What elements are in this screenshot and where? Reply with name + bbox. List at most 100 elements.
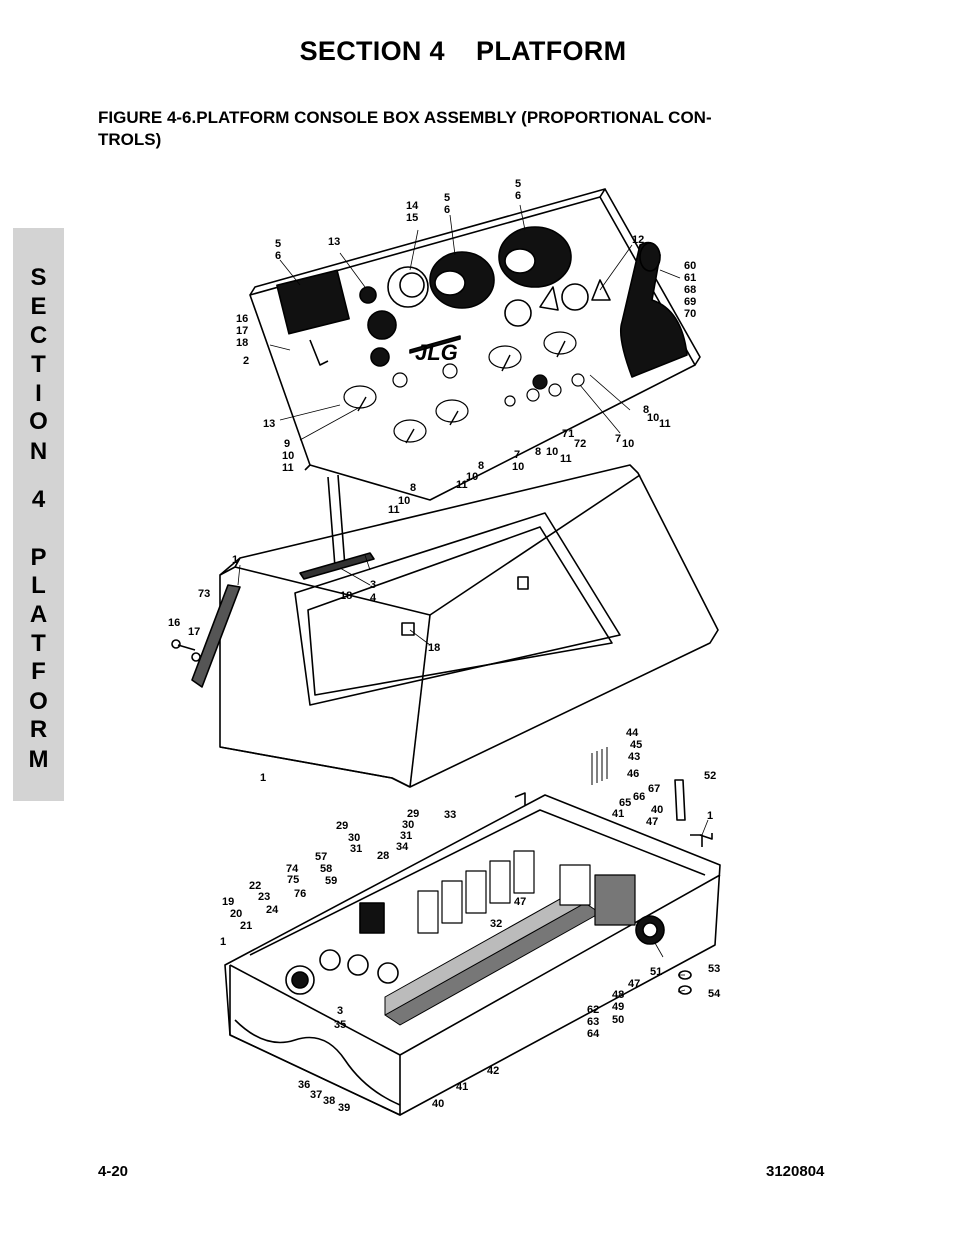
callout-number: 11 bbox=[388, 504, 400, 516]
callout-number: 47 bbox=[646, 816, 658, 828]
relay-bank bbox=[417, 850, 636, 934]
callout-number: 20 bbox=[230, 908, 242, 920]
callout-number: 18 bbox=[340, 590, 352, 602]
console-cover bbox=[219, 464, 719, 788]
side-tab-letter: E bbox=[30, 293, 47, 320]
page-title: SECTION 4 PLATFORM bbox=[299, 36, 627, 66]
callout-number: 36 bbox=[298, 1079, 310, 1091]
callout-number: 57 bbox=[315, 851, 327, 863]
callout-number: 73 bbox=[198, 588, 210, 600]
callout-number: 48 bbox=[612, 989, 624, 1001]
callout-number: 3 bbox=[337, 1005, 343, 1017]
callout-number: 17 bbox=[236, 325, 248, 337]
callout-number: 64 bbox=[587, 1028, 600, 1040]
figure-title-line2: TROLS) bbox=[98, 130, 162, 149]
side-tab-letter: M bbox=[28, 746, 49, 773]
side-tab-letter: P bbox=[30, 544, 47, 571]
callout-number: 68 bbox=[684, 284, 696, 296]
jlg-logo: JLG bbox=[415, 340, 458, 365]
callout-number: 31 bbox=[400, 830, 412, 842]
callout-number: 60 bbox=[684, 260, 696, 272]
callout-number: 28 bbox=[377, 850, 389, 862]
leader-lines bbox=[237, 204, 709, 993]
callout-number: 58 bbox=[320, 863, 332, 875]
callout-number: 1 bbox=[232, 554, 238, 566]
callout-number: 75 bbox=[287, 874, 299, 886]
callout-number: 11 bbox=[282, 462, 294, 474]
side-tab-letter: T bbox=[31, 351, 46, 378]
side-tab-letter: S bbox=[30, 264, 47, 291]
callout-number: 3 bbox=[370, 579, 376, 591]
callout-number: 52 bbox=[704, 770, 716, 782]
callout-number: 16 bbox=[168, 617, 180, 629]
callout-number: 10 bbox=[282, 450, 294, 462]
callout-number: 21 bbox=[240, 920, 252, 932]
figure-title-line1: FIGURE 4-6.PLATFORM CONSOLE BOX ASSEMBLY… bbox=[98, 108, 712, 127]
callout-number: 10 bbox=[466, 471, 478, 483]
callout-number: 1 bbox=[260, 772, 266, 784]
callout-number: 51 bbox=[650, 966, 662, 978]
callout-number: 37 bbox=[310, 1089, 322, 1101]
callout-number: 41 bbox=[456, 1081, 468, 1093]
callout-number: 42 bbox=[487, 1065, 499, 1077]
callout-number: 32 bbox=[490, 918, 502, 930]
callout-number: 16 bbox=[236, 313, 248, 325]
callout-number: 49 bbox=[612, 1001, 624, 1013]
callout-number: 47 bbox=[628, 978, 640, 990]
callout-number: 62 bbox=[587, 1004, 599, 1016]
callout-number: 34 bbox=[396, 841, 409, 853]
callout-number: 7 bbox=[514, 449, 520, 461]
lower-parts bbox=[591, 747, 608, 785]
callout-number: 10 bbox=[622, 438, 634, 450]
callout-number: 59 bbox=[325, 875, 337, 887]
callout-number: 76 bbox=[294, 888, 306, 900]
callout-number: 12 bbox=[632, 234, 644, 246]
callout-number: 15 bbox=[406, 212, 418, 224]
callout-number: 38 bbox=[323, 1095, 335, 1107]
side-tab-letter: O bbox=[29, 408, 48, 435]
callout-number: 71 bbox=[562, 428, 574, 440]
callout-number: 53 bbox=[708, 963, 720, 975]
callout-number: 30 bbox=[402, 819, 414, 831]
callout-number: 9 bbox=[284, 438, 290, 450]
callout-number: 50 bbox=[612, 1014, 624, 1026]
callout-number: 4 bbox=[370, 592, 377, 604]
callout-number: 63 bbox=[587, 1016, 599, 1028]
callout-number: 8 bbox=[535, 446, 541, 458]
callout-number: 43 bbox=[628, 751, 640, 763]
callout-number: 8 bbox=[478, 460, 484, 472]
callout-number: 11 bbox=[560, 453, 572, 465]
side-tab-letter: I bbox=[35, 380, 42, 407]
callout-number: 54 bbox=[708, 988, 721, 1000]
callout-number: 39 bbox=[338, 1102, 350, 1114]
callout-number: 41 bbox=[612, 808, 624, 820]
side-tab-letter: F bbox=[31, 658, 46, 685]
callout-number: 24 bbox=[266, 904, 279, 916]
callout-number: 70 bbox=[684, 308, 696, 320]
side-tab-letter: 4 bbox=[31, 486, 46, 513]
callout-number: 10 bbox=[546, 446, 558, 458]
callout-number: 17 bbox=[188, 626, 200, 638]
callout-number: 5 bbox=[275, 238, 281, 250]
callout-number: 61 bbox=[684, 272, 696, 284]
document-number: 3120804 bbox=[766, 1163, 825, 1180]
callout-number: 67 bbox=[648, 783, 660, 795]
callout-number: 13 bbox=[328, 236, 340, 248]
callout-number: 8 bbox=[410, 482, 416, 494]
callout-number: 46 bbox=[627, 768, 639, 780]
callout-number: 10 bbox=[398, 495, 410, 507]
side-tab-letter: N bbox=[29, 438, 48, 465]
side-tab-letter: C bbox=[29, 322, 48, 349]
callout-number: 5 bbox=[515, 178, 521, 190]
callout-number: 6 bbox=[275, 250, 281, 262]
callout-number: 30 bbox=[348, 832, 360, 844]
side-tab-letter: L bbox=[31, 572, 46, 599]
page-number: 4-20 bbox=[98, 1163, 129, 1180]
callout-number: 18 bbox=[236, 337, 248, 349]
callout-number: 31 bbox=[350, 843, 362, 855]
figure-title: FIGURE 4-6.PLATFORM CONSOLE BOX ASSEMBLY… bbox=[98, 107, 798, 151]
callout-number: 40 bbox=[432, 1098, 444, 1110]
callout-number: 69 bbox=[684, 296, 696, 308]
callout-number: 74 bbox=[286, 863, 299, 875]
